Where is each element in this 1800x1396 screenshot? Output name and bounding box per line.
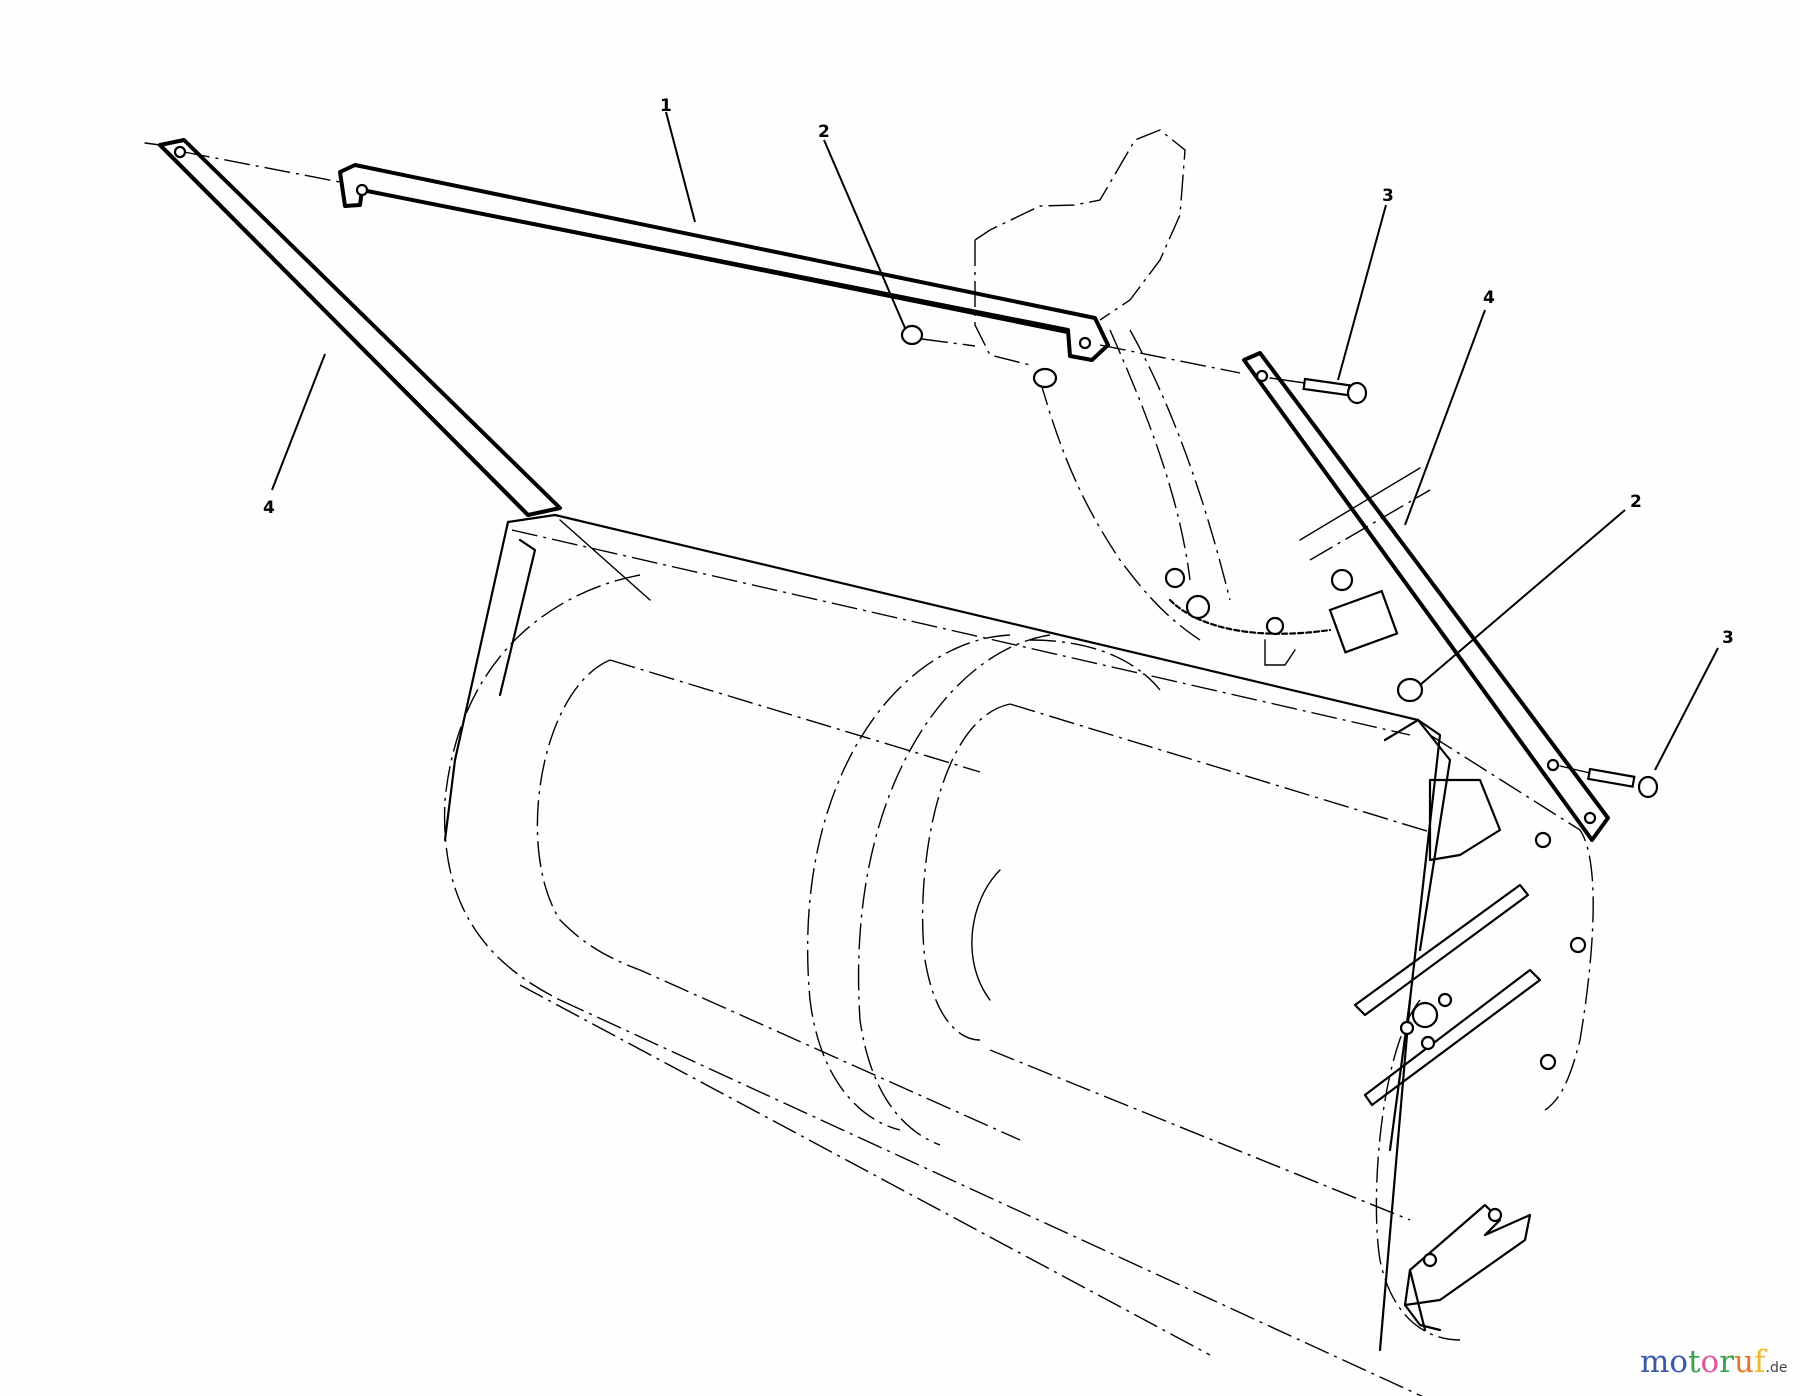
- callout-1: 1: [660, 96, 672, 116]
- logo-letter: t: [1688, 1344, 1701, 1380]
- bolt-upper: [1269, 377, 1368, 405]
- logo-tld: .de: [1765, 1360, 1788, 1376]
- right-end-plate: [1353, 718, 1594, 1352]
- bolt-lower: [1559, 765, 1659, 799]
- callout-2-lower: 2: [1630, 492, 1642, 512]
- callout-3-lower: 3: [1722, 628, 1734, 648]
- auger-housing: [443, 513, 1431, 1396]
- discharge-chute: [974, 129, 1431, 641]
- callout-4-right: 4: [1483, 288, 1495, 308]
- logo-letter: r: [1719, 1344, 1735, 1380]
- leader-lines: [271, 111, 1719, 771]
- upper-brace: [183, 151, 1110, 362]
- motoruf-watermark-logo: motoruf.de: [1640, 1344, 1787, 1380]
- nut-upper: [900, 324, 1058, 389]
- logo-letter: m: [1640, 1344, 1670, 1380]
- logo-letter: o: [1700, 1344, 1720, 1380]
- left-side-brace: [144, 138, 562, 517]
- nut-lower: [1396, 677, 1424, 703]
- logo-letter: o: [1669, 1344, 1689, 1380]
- callout-4-left: 4: [263, 498, 275, 518]
- logo-letter: f: [1754, 1344, 1766, 1380]
- callout-3-upper: 3: [1382, 186, 1394, 206]
- right-side-brace: [1099, 344, 1610, 842]
- logo-letter: u: [1734, 1344, 1755, 1380]
- callout-2-upper: 2: [818, 122, 830, 142]
- chute-rotation-gear: [1164, 567, 1399, 666]
